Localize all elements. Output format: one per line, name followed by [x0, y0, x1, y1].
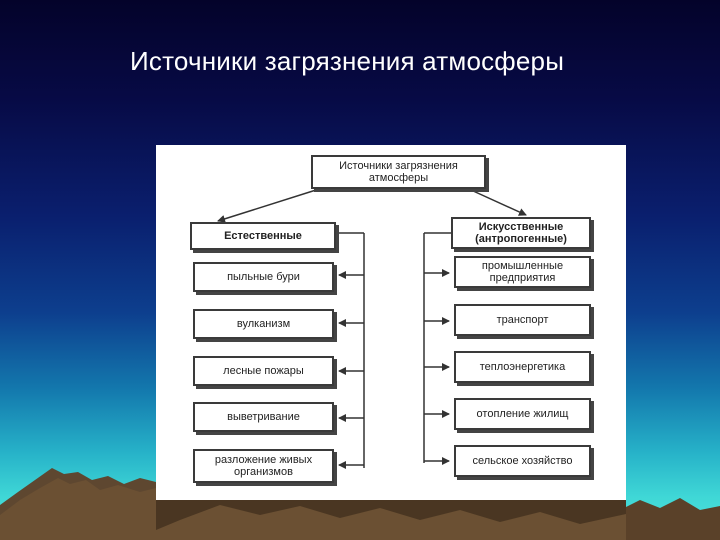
artificial-item-label: теплоэнергетика	[479, 361, 566, 373]
artificial-item-label: транспорт	[496, 314, 549, 326]
artificial-item-node: транспорт	[454, 304, 591, 336]
diagram-connectors	[217, 189, 527, 469]
natural-item-label: пыльные бури	[227, 271, 300, 283]
artificial-item-label: промышленные предприятия	[481, 260, 564, 284]
artificial-item-node: промышленные предприятия	[454, 256, 591, 288]
natural-item-label: разложение живых организмов	[214, 454, 313, 478]
natural-item-label: вулканизм	[236, 318, 291, 330]
natural-item-node: вулканизм	[193, 309, 334, 339]
natural-category-node: Естественные	[190, 222, 336, 250]
root-node: Источники загрязнения атмосферы	[311, 155, 486, 189]
slide-title: Источники загрязнения атмосферы	[130, 46, 565, 76]
root-label: Источники загрязнения атмосферы	[339, 160, 458, 184]
artificial-item-node: теплоэнергетика	[454, 351, 591, 383]
artificial-category-node: Искусственные (антропогенные)	[451, 217, 591, 249]
artificial-category-label: Искусственные (антропогенные)	[475, 221, 567, 245]
natural-category-label: Естественные	[224, 230, 302, 242]
natural-item-label: лесные пожары	[223, 365, 304, 377]
natural-item-node: разложение живых организмов	[193, 449, 334, 483]
natural-item-label: выветривание	[227, 411, 300, 423]
artificial-item-label: отопление жилищ	[476, 408, 569, 420]
natural-item-node: пыльные бури	[193, 262, 334, 292]
natural-item-node: выветривание	[193, 402, 334, 432]
natural-item-node: лесные пожары	[193, 356, 334, 386]
artificial-item-node: отопление жилищ	[454, 398, 591, 430]
artificial-item-node: сельское хозяйство	[454, 445, 591, 477]
artificial-item-label: сельское хозяйство	[472, 455, 573, 467]
diagram-panel: Источники загрязнения атмосферы Естестве…	[156, 145, 626, 500]
